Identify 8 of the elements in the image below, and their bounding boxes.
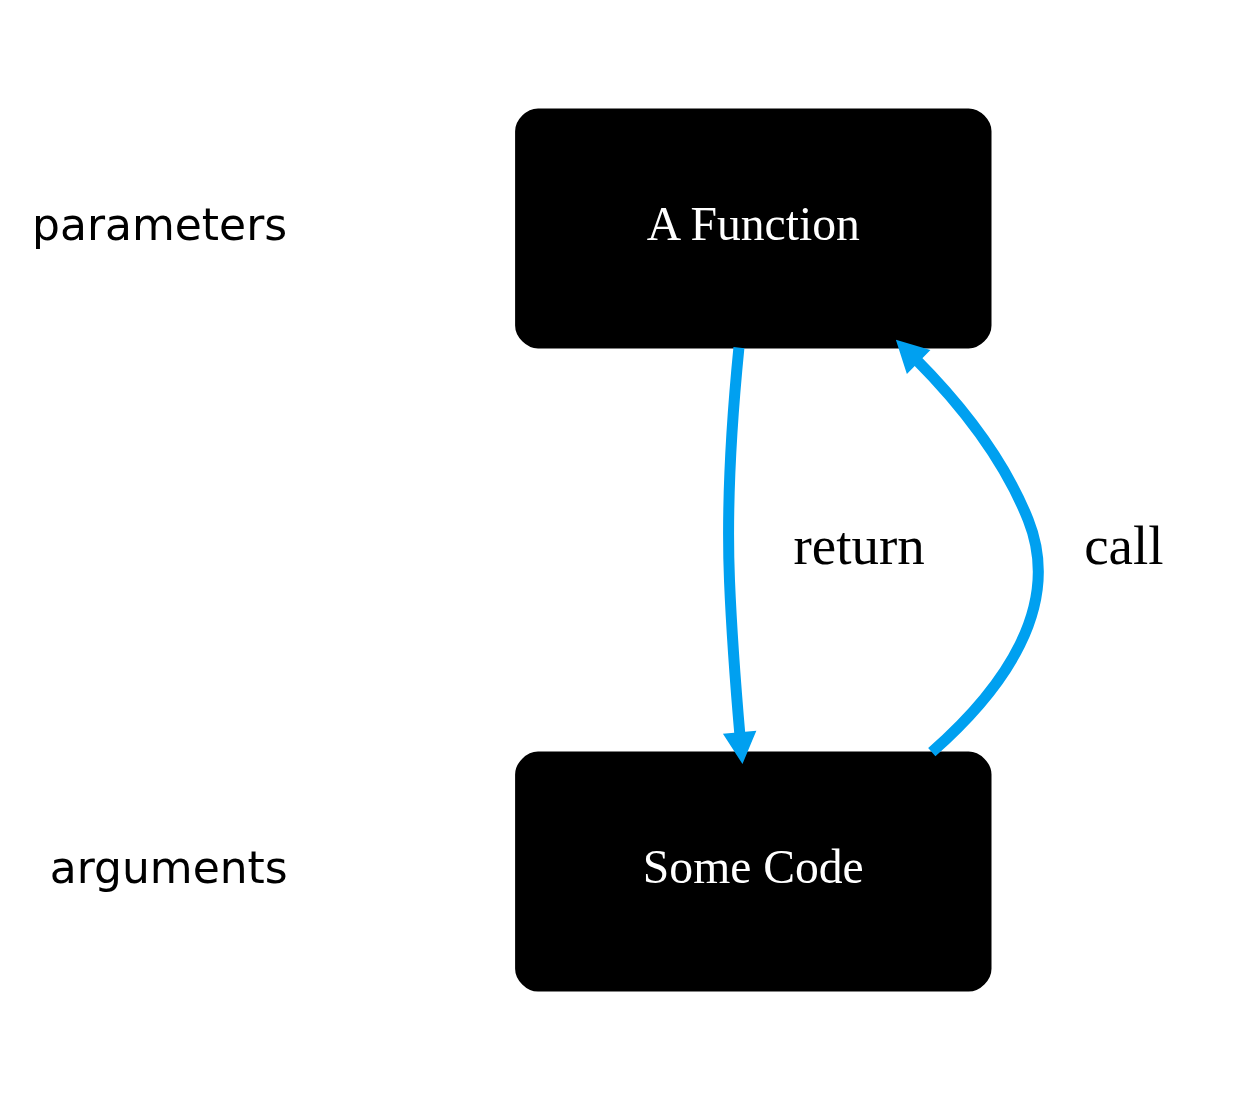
label: arguments xyxy=(49,841,288,893)
label: parameters xyxy=(32,198,288,250)
arrow xyxy=(722,347,757,765)
node-box: A Function xyxy=(515,108,992,349)
arrow xyxy=(895,339,1044,757)
node-box: Some Code xyxy=(515,751,992,992)
edge-label: return xyxy=(793,514,925,576)
edge-label: call xyxy=(1084,514,1164,576)
